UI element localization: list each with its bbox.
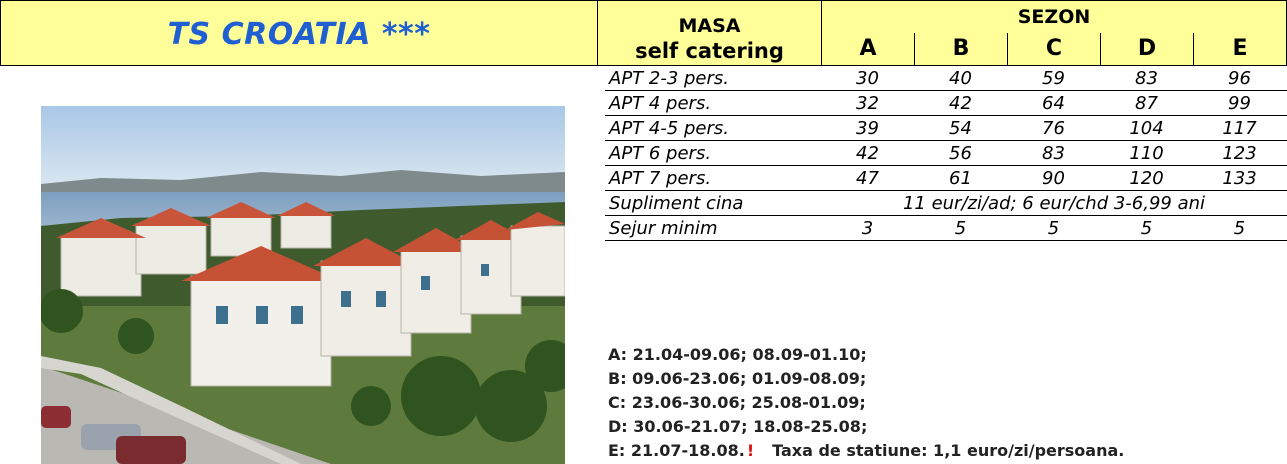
row-label: APT 6 pers.: [609, 143, 712, 164]
price-cell: 40: [949, 68, 972, 89]
price-cell: 104: [1129, 118, 1164, 139]
season-c-dates: C: 23.06-30.06; 25.08-01.09;: [608, 393, 866, 412]
table-row: APT 4-5 pers. 39 54 76 104 117: [605, 116, 1287, 141]
price-cell: 47: [856, 168, 879, 189]
sejur-cell: 5: [1233, 218, 1246, 239]
sejur-row: Sejur minim 3 5 5 5 5: [605, 216, 1287, 241]
sejur-cell: 5: [1047, 218, 1060, 239]
tourist-tax-note: Taxa de statiune: 1,1 euro/zi/persoana.: [772, 441, 1125, 460]
season-e-dates: E: 21.07-18.08.: [608, 441, 745, 460]
row-label: Sejur minim: [609, 218, 718, 239]
row-label: APT 2-3 pers.: [609, 68, 730, 89]
price-cell: 32: [856, 93, 879, 114]
price-cell: 120: [1129, 168, 1164, 189]
sejur-cell: 5: [1140, 218, 1153, 239]
season-dates: A: 21.04-09.06; 08.09-01.10; B: 09.06-23…: [608, 343, 1124, 463]
warning-icon: !: [746, 441, 755, 460]
season-d-header: D: [1101, 33, 1194, 65]
season-b-dates: B: 09.06-23.06; 01.09-08.09;: [608, 369, 867, 388]
masa-label: MASA: [678, 15, 741, 37]
price-cell: 110: [1129, 143, 1164, 164]
price-cell: 83: [1135, 68, 1158, 89]
price-cell: 56: [949, 143, 972, 164]
price-cell: 99: [1228, 93, 1251, 114]
price-cell: 87: [1135, 93, 1158, 114]
season-b-header: B: [915, 33, 1008, 65]
row-label: Supliment cina: [609, 193, 744, 214]
price-cell: 59: [1042, 68, 1065, 89]
table-row: APT 4 pers. 32 42 64 87 99: [605, 91, 1287, 116]
season-c-header: C: [1008, 33, 1101, 65]
masa-header-cell: MASA self catering: [598, 0, 821, 66]
supliment-row: Supliment cina 11 eur/zi/ad; 6 eur/chd 3…: [605, 191, 1287, 216]
price-cell: 90: [1042, 168, 1065, 189]
price-table: APT 2-3 pers. 30 40 59 83 96 APT 4 pers.…: [605, 66, 1287, 241]
hotel-title-cell: TS CROATIA ***: [0, 0, 598, 66]
price-cell: 83: [1042, 143, 1065, 164]
resort-photo: [41, 106, 565, 464]
table-row: APT 2-3 pers. 30 40 59 83 96: [605, 66, 1287, 91]
price-cell: 30: [856, 68, 879, 89]
price-cell: 61: [949, 168, 972, 189]
price-cell: 42: [949, 93, 972, 114]
season-e-header: E: [1194, 33, 1287, 65]
season-headers: A B C D E: [821, 33, 1287, 66]
table-row: APT 7 pers. 47 61 90 120 133: [605, 166, 1287, 191]
row-label: APT 7 pers.: [609, 168, 712, 189]
price-cell: 76: [1042, 118, 1065, 139]
season-d-dates: D: 30.06-21.07; 18.08-25.08;: [608, 417, 868, 436]
price-cell: 117: [1222, 118, 1257, 139]
sejur-cell: 3: [861, 218, 874, 239]
table-row: APT 6 pers. 42 56 83 110 123: [605, 141, 1287, 166]
price-cell: 42: [856, 143, 879, 164]
price-cell: 39: [856, 118, 879, 139]
season-e-line: E: 21.07-18.08.! Taxa de statiune: 1,1 eu…: [608, 439, 1124, 463]
sezon-header: SEZON: [821, 0, 1287, 34]
season-a-header: A: [822, 33, 915, 65]
price-cell: 64: [1042, 93, 1065, 114]
hotel-title: TS CROATIA ***: [167, 17, 431, 52]
supliment-text: 11 eur/zi/ad; 6 eur/chd 3-6,99 ani: [902, 193, 1206, 214]
season-a-dates: A: 21.04-09.06; 08.09-01.10;: [608, 345, 867, 364]
price-cell: 123: [1222, 143, 1257, 164]
sejur-cell: 5: [954, 218, 967, 239]
price-cell: 133: [1222, 168, 1257, 189]
row-label: APT 4-5 pers.: [609, 118, 730, 139]
price-cell: 54: [949, 118, 972, 139]
masa-value: self catering: [635, 39, 784, 63]
row-label: APT 4 pers.: [609, 93, 712, 114]
price-cell: 96: [1228, 68, 1251, 89]
